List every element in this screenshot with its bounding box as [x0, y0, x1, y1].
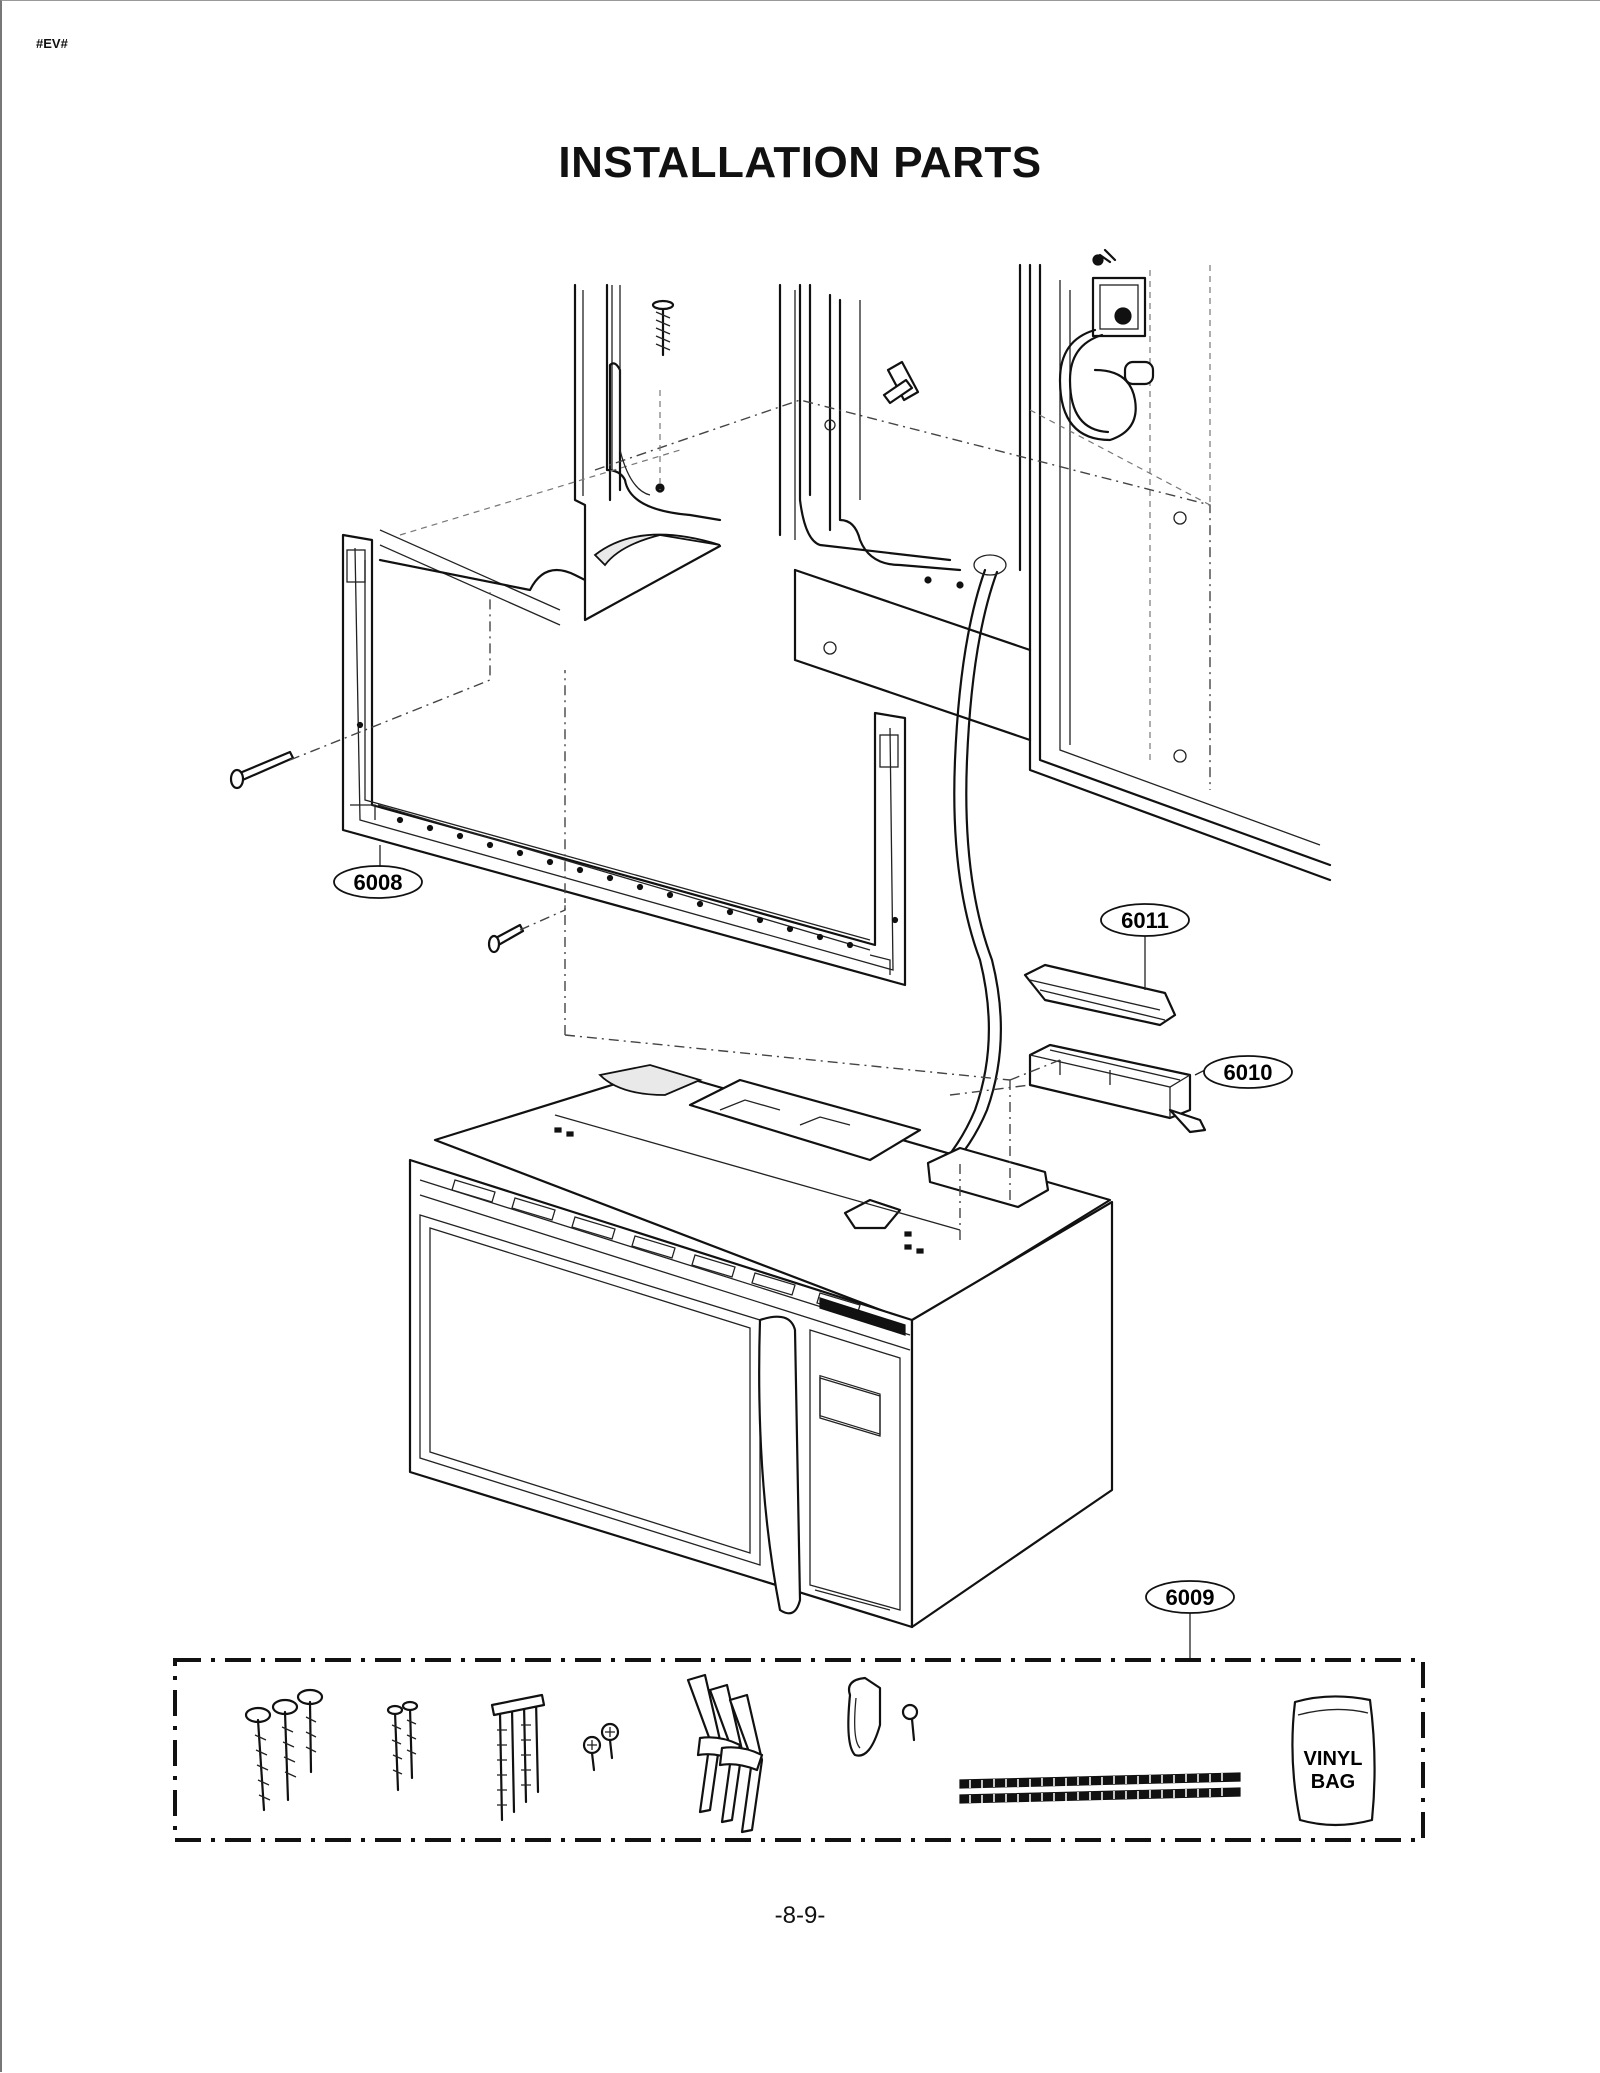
mounting-plate [341, 533, 907, 987]
page-title: INSTALLATION PARTS [558, 138, 1042, 187]
vinyl-bag-icon: VINYL BAG [1291, 1695, 1376, 1827]
wood-screws-icon [244, 1688, 324, 1812]
toggle-bolts-icon [490, 1693, 546, 1822]
power-cord [888, 568, 990, 1212]
microwave-oven [408, 1064, 1114, 1629]
callout-6009-label: 6009 [1166, 1585, 1215, 1610]
vinyl-bag-line1: VINYL [1304, 1748, 1363, 1770]
callout-6008: 6008 [333, 845, 423, 899]
tapping-screws-icon [386, 1700, 419, 1792]
document-code: #EV# [36, 36, 68, 51]
callout-6010: 6010 [1194, 1055, 1293, 1089]
wall-outlet [1058, 248, 1155, 442]
wall-screw-icon [229, 750, 295, 790]
callout-6011-label: 6011 [1121, 908, 1169, 933]
bottom-screw-icon [487, 923, 525, 954]
callout-6008-label: 6008 [354, 870, 403, 895]
top-screw-icon [651, 299, 675, 357]
callout-6011: 6011 [1100, 903, 1190, 990]
cable-clamp-icon [847, 1676, 919, 1757]
adapter-box [1028, 1043, 1207, 1134]
damper [1023, 963, 1177, 1027]
installation-kit-box [173, 1658, 1425, 1842]
page-number: -8-9- [774, 1902, 826, 1929]
callout-6010-label: 6010 [1224, 1060, 1273, 1085]
cable-ties-icon [959, 1772, 1241, 1804]
toggle-wings-icon [686, 1673, 764, 1834]
wall-cabinet [378, 263, 1332, 882]
small-screws-icon [582, 1722, 620, 1772]
toggle-bolt-icon [882, 360, 920, 405]
vinyl-bag-line2: BAG [1311, 1771, 1355, 1793]
callout-6009: 6009 [1145, 1580, 1235, 1660]
